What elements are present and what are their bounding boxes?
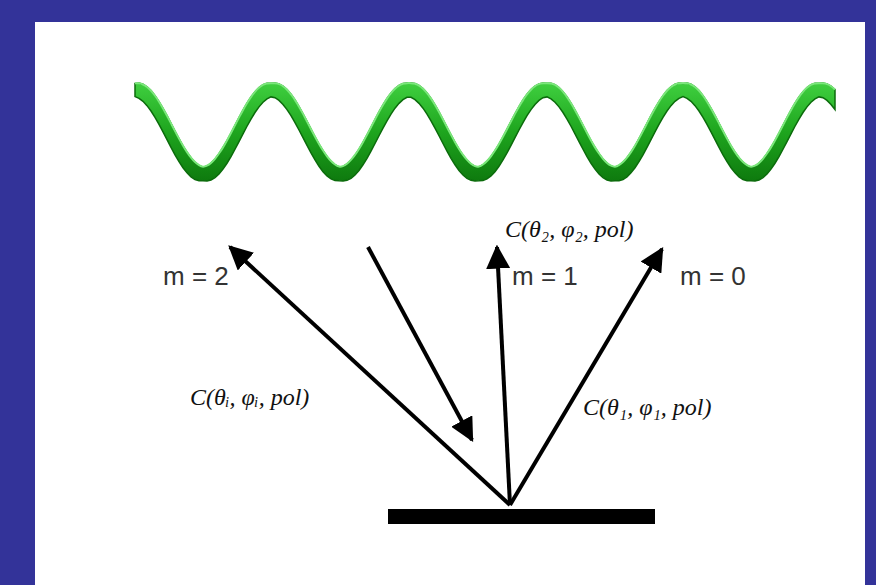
coefficient-label: C(θ₂, φ₂, pol) bbox=[505, 216, 633, 242]
order-label: m = 0 bbox=[680, 262, 746, 291]
white-panel bbox=[35, 22, 865, 585]
ribbon-highlight bbox=[135, 83, 835, 167]
coefficient-label: C(θᵢ, φᵢ, pol) bbox=[190, 384, 309, 410]
grating-ribbon bbox=[135, 83, 835, 181]
order-2-ray bbox=[230, 247, 510, 505]
ribbon-body bbox=[135, 83, 835, 181]
coefficient-label: C(θ₁, φ₁, pol) bbox=[583, 394, 711, 420]
order-1-ray bbox=[497, 247, 510, 505]
order-0-ray bbox=[510, 249, 662, 505]
ray-arrows bbox=[230, 247, 662, 505]
order-label: m = 1 bbox=[512, 262, 578, 291]
incident-ray bbox=[368, 247, 472, 440]
surface-plate bbox=[388, 509, 655, 524]
order-label: m = 2 bbox=[163, 262, 229, 291]
